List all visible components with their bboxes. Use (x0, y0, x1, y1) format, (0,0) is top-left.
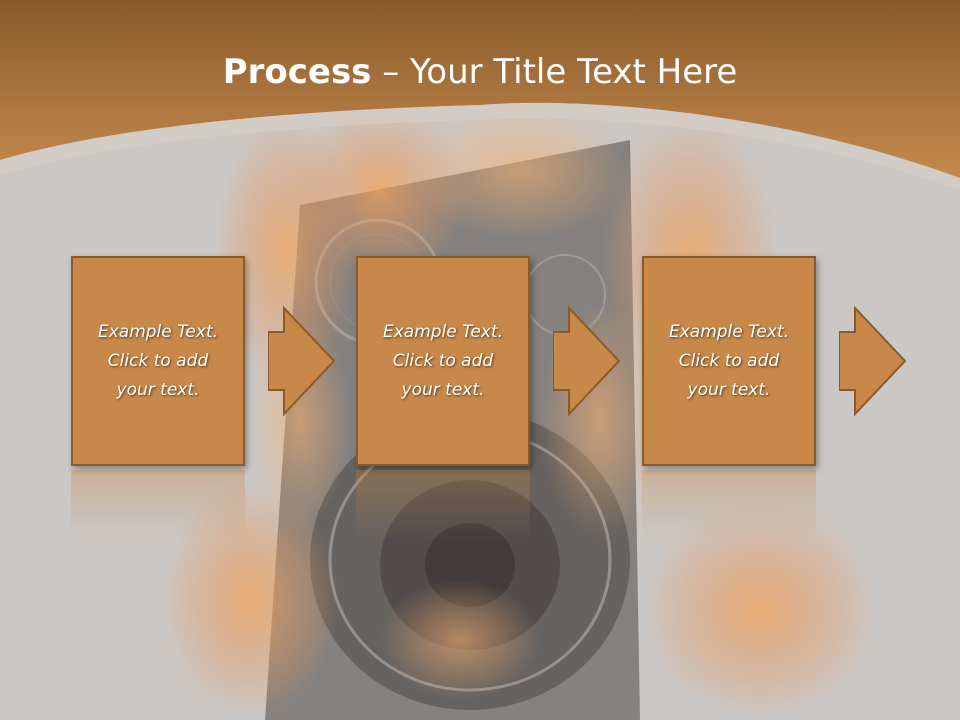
step-1-text[interactable]: Example Text. Click to add your text. (97, 321, 219, 400)
step-2-arrow-icon (553, 306, 621, 416)
slide-title: Process – Your Title Text Here (0, 52, 960, 92)
title-bold: Process (222, 52, 372, 92)
step-2-text[interactable]: Example Text. Click to add your text. (382, 321, 504, 400)
step-1-reflection (71, 470, 245, 540)
step-2-reflection (356, 470, 530, 540)
header-curve-highlight (0, 102, 960, 190)
step-1-box[interactable]: Example Text. Click to add your text. (71, 256, 245, 466)
step-3-box[interactable]: Example Text. Click to add your text. (642, 256, 816, 466)
step-3-arrow-icon (839, 306, 907, 416)
step-1-arrow-icon (268, 306, 336, 416)
step-3-reflection (642, 470, 816, 540)
header-band (0, 0, 960, 178)
title-rest: – Your Title Text Here (371, 52, 738, 92)
step-2-box[interactable]: Example Text. Click to add your text. (356, 256, 530, 466)
step-3-text[interactable]: Example Text. Click to add your text. (668, 321, 790, 400)
